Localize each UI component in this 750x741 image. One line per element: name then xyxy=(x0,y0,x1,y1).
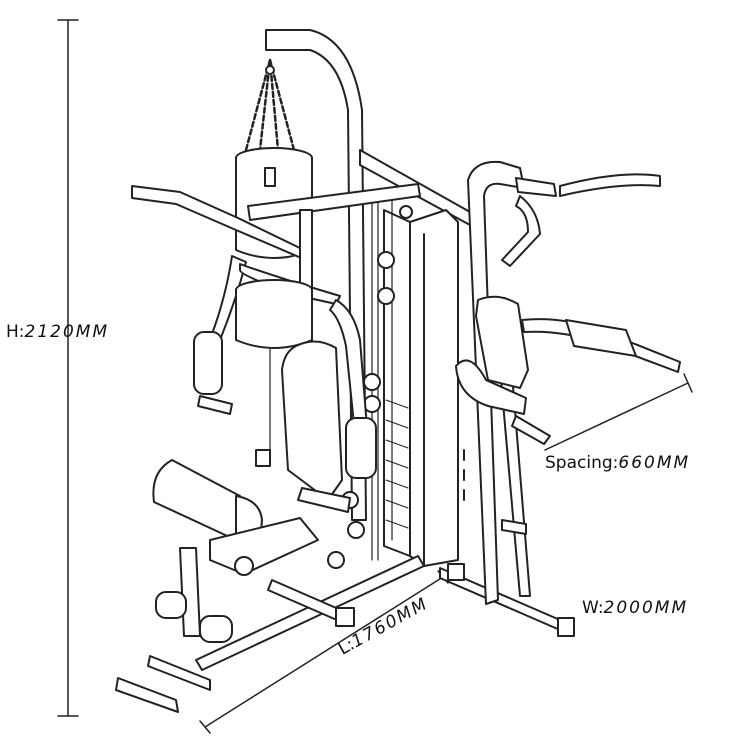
base-frame xyxy=(115,449,575,713)
spacing-value: 660MM xyxy=(618,453,691,473)
height-key: H: xyxy=(6,322,25,342)
spacing-key: Spacing: xyxy=(545,453,619,473)
preacher-bench xyxy=(152,459,319,643)
seat-backrest xyxy=(281,340,343,501)
height-label: H:2120MM xyxy=(6,322,109,342)
spacing-dimension-line xyxy=(544,373,693,451)
height-dimension-line xyxy=(57,19,79,717)
weight-drum xyxy=(235,279,313,349)
width-label: W:2000MM xyxy=(582,598,688,618)
width-key: W: xyxy=(582,598,604,618)
spacing-label: Spacing:660MM xyxy=(545,453,690,473)
dip-station xyxy=(455,160,681,605)
height-value: 2120MM xyxy=(24,322,110,342)
press-arm xyxy=(131,183,421,301)
weight-stack xyxy=(383,209,465,567)
width-value: 2000MM xyxy=(603,598,689,618)
butterfly-arm xyxy=(329,299,377,479)
seat-cushion xyxy=(297,487,351,513)
